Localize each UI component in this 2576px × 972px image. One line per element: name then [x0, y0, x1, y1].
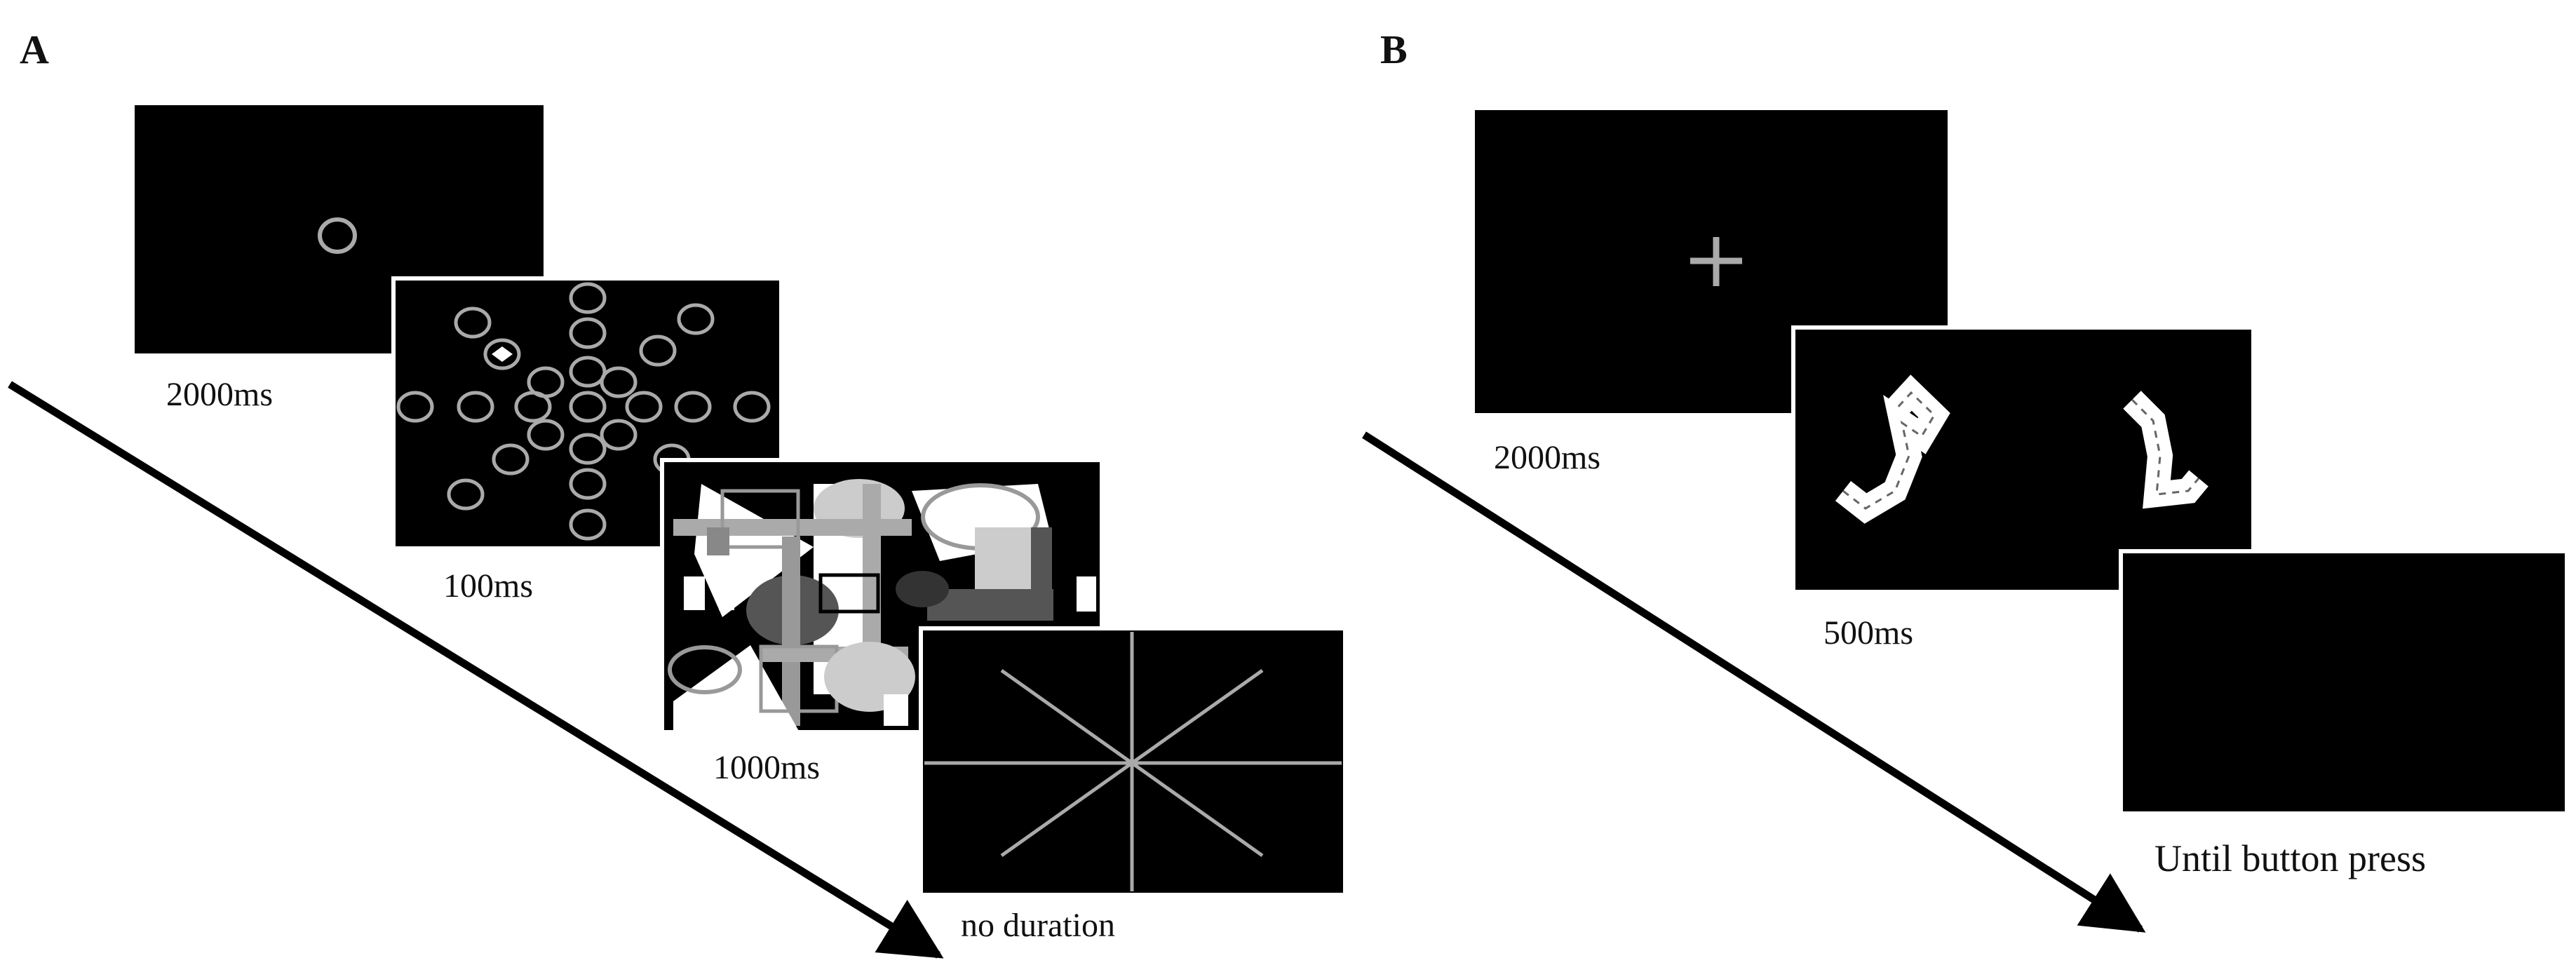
- array-circle: [639, 335, 677, 367]
- array-circle: [527, 419, 565, 451]
- array-circle: [514, 391, 552, 423]
- array-circle: [457, 391, 494, 423]
- panel-a-time-arrow: [8, 381, 944, 959]
- panel-b-screen-blank: [2119, 549, 2569, 816]
- panel-a-screen-response: [919, 626, 1347, 897]
- panel-a-duration-4: no duration: [961, 907, 1115, 944]
- response-lines: [924, 632, 1342, 891]
- panel-a-letter: A: [20, 27, 49, 72]
- array-circle: [569, 356, 607, 388]
- panel-b-duration-3: Until button press: [2154, 837, 2426, 879]
- panel-a-duration-3: 1000ms: [713, 749, 820, 786]
- panel-b-screen-stimulus: [1791, 325, 2255, 594]
- array-circle: [569, 433, 607, 465]
- array-circle: [677, 303, 715, 335]
- array-circle: [674, 391, 712, 423]
- array-circle: [625, 391, 663, 423]
- panel-b-letter: B: [1380, 27, 1408, 72]
- array-circle: [600, 419, 638, 451]
- panel-b-duration-2: 500ms: [1823, 614, 1913, 652]
- panel-a-duration-2: 100ms: [443, 567, 533, 605]
- fixation-cross-icon: [1690, 237, 1742, 286]
- fixation-circle: [318, 217, 357, 254]
- array-circle: [600, 366, 638, 398]
- panel-b-duration-1: 2000ms: [1494, 439, 1600, 476]
- panel-a-duration-1: 2000ms: [166, 376, 273, 413]
- array-circle: [569, 468, 607, 500]
- array-circle: [569, 391, 607, 423]
- panel-b-time-arrow: [1362, 431, 2146, 933]
- array-circle: [447, 478, 485, 511]
- array-circle: [454, 306, 492, 339]
- array-circle: [396, 391, 434, 423]
- array-circle: [569, 317, 607, 349]
- cube-figure-left: [1835, 374, 1950, 524]
- cube-figure-right: [2123, 391, 2209, 509]
- array-circle: [569, 508, 607, 541]
- array-circle: [492, 443, 530, 475]
- array-circle: [483, 338, 521, 370]
- target-diamond: [492, 346, 513, 362]
- array-circle: [569, 282, 607, 314]
- array-circle: [733, 391, 771, 423]
- panel-a-screen-mask: [660, 458, 1104, 734]
